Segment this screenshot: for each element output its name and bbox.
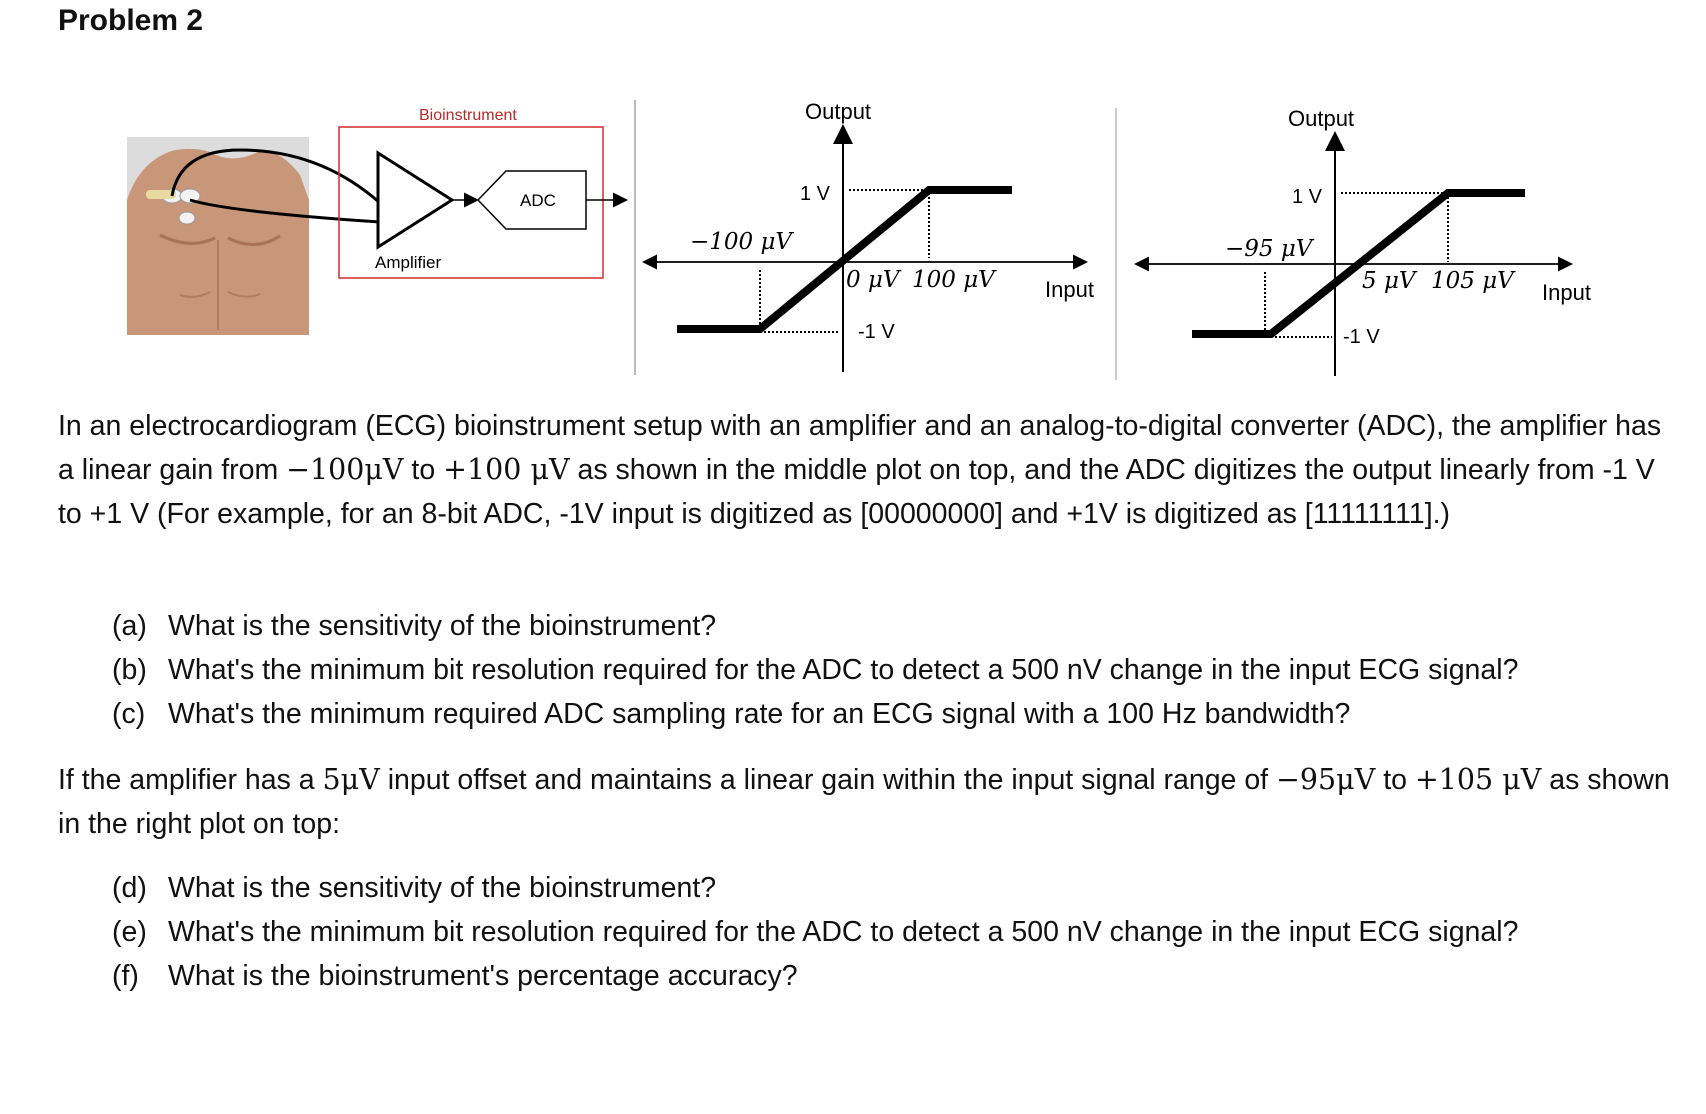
lead-wire-1 — [170, 148, 381, 205]
question-label: (a) — [112, 610, 147, 642]
offset-description: If the amplifier has a 5μV input offset … — [58, 758, 1698, 846]
para1-text-3: as shown in the middle plot on top, and … — [58, 454, 1655, 530]
right-transfer-curve — [1192, 189, 1525, 338]
para2-text-3: to — [1375, 764, 1415, 796]
question-d: (d) What is the sensitivity of the bioins… — [112, 866, 1518, 910]
middle-transfer-curve — [677, 186, 1012, 333]
middle-pos-input-label: 100 μV — [912, 267, 997, 293]
problem-description: In an electrocardiogram (ECG) bioinstrum… — [58, 404, 1678, 536]
para1-text-2: to — [403, 454, 444, 486]
right-input-label: Input — [1542, 280, 1591, 305]
para2-text-4: as shown in the right plot on top: — [58, 764, 1670, 840]
para1-math-1: −100μV — [286, 453, 404, 486]
middle-output-label: Output — [805, 99, 871, 124]
question-b: (b) What's the minimum bit resolution req… — [112, 648, 1518, 692]
para2-math-3: +105 μV — [1414, 763, 1542, 796]
question-list-1: (a) What is the sensitivity of the bioins… — [112, 604, 1518, 736]
question-label: (f) — [112, 960, 139, 992]
question-label: (e) — [112, 916, 147, 948]
question-text: What is the bioinstrument's percentage a… — [168, 960, 798, 992]
para2-text-2: input offset and maintains a linear gain… — [379, 764, 1277, 796]
middle-low-label: -1 V — [858, 321, 895, 343]
para2-math-1: 5μV — [322, 763, 380, 796]
question-text: What's the minimum bit resolution requir… — [168, 916, 1519, 948]
question-label: (c) — [112, 698, 146, 730]
problem-title: Problem 2 — [58, 4, 204, 37]
bioinstrument-label: Bioinstrument — [419, 107, 517, 124]
question-text: What's the minimum bit resolution requir… — [168, 654, 1519, 686]
question-text: What is the sensitivity of the bioinstru… — [168, 610, 717, 642]
adc-label: ADC — [520, 191, 556, 210]
para2-math-2: −95μV — [1276, 763, 1376, 796]
lead-wire-2 — [189, 198, 381, 224]
question-c: (c) What's the minimum required ADC sampl… — [112, 692, 1518, 736]
ecg-setup-figure: Bioinstrument Amplifier ADC Output Input… — [127, 99, 1591, 380]
question-text: What is the sensitivity of the bioinstru… — [168, 872, 717, 904]
right-neg-input-label: −95 μV — [1225, 236, 1315, 262]
chest-photo — [127, 137, 309, 335]
question-f: (f) What is the bioinstrument's percentag… — [112, 954, 1518, 998]
question-e: (e) What's the minimum bit resolution req… — [112, 910, 1518, 954]
right-pos-input-label: 105 μV — [1431, 268, 1516, 294]
right-output-label: Output — [1288, 106, 1354, 131]
amplifier-label: Amplifier — [375, 253, 441, 272]
right-low-label: -1 V — [1343, 326, 1380, 348]
para2-text-1: If the amplifier has a — [58, 764, 323, 796]
amplifier-symbol — [376, 150, 455, 250]
middle-neg-input-label: −100 μV — [690, 229, 794, 255]
right-high-label: 1 V — [1292, 186, 1323, 208]
question-a: (a) What is the sensitivity of the bioins… — [112, 604, 1518, 648]
middle-input-label: Input — [1045, 277, 1094, 302]
right-plot: Output Input 1 V -1 V −95 μV 5 μV 105 μV — [1134, 106, 1591, 376]
middle-plot: Output Input 1 V -1 V −100 μV 0 μV 100 μ… — [642, 99, 1094, 372]
right-offset-label: 5 μV — [1362, 268, 1418, 294]
para1-math-2: +100 μV — [443, 453, 570, 486]
middle-zero-label: 0 μV — [846, 267, 902, 293]
question-text: What's the minimum required ADC sampling… — [168, 698, 1351, 730]
question-label: (b) — [112, 654, 147, 686]
middle-high-label: 1 V — [800, 183, 831, 205]
para1-text-1: In an electrocardiogram (ECG) bioinstrum… — [58, 410, 1662, 486]
bioinstrument-box — [338, 126, 604, 279]
question-label: (d) — [112, 872, 147, 904]
question-list-2: (d) What is the sensitivity of the bioins… — [112, 866, 1518, 998]
